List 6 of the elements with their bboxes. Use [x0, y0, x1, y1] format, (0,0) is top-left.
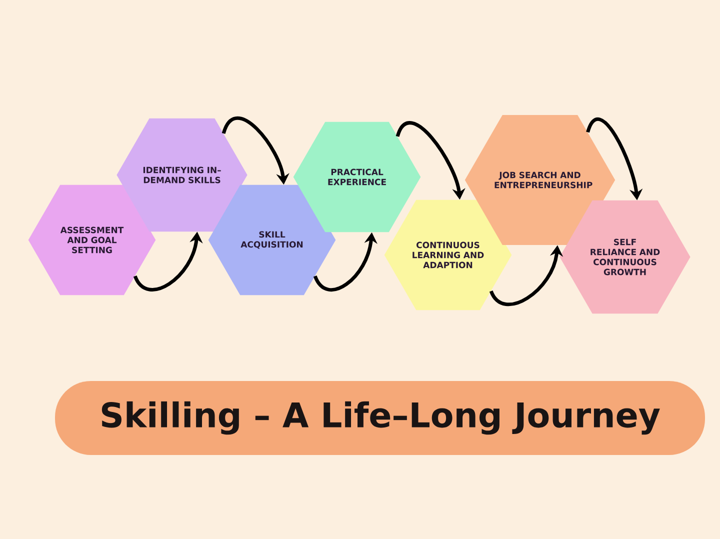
- hexagon-step: ASSESSMENT AND GOAL SETTING: [28, 184, 156, 296]
- hexagon-step: PRACTICAL EXPERIENCE: [293, 122, 421, 232]
- title-banner: Skilling – A Life–Long Journey: [55, 381, 705, 455]
- hexagon-step: CONTINUOUS LEARNING AND ADAPTION: [384, 200, 512, 310]
- hexagon-step: SKILL ACQUISITION: [208, 184, 336, 296]
- hexagon-step: SELF RELIANCE AND CONTINUOUS GROWTH: [560, 200, 690, 314]
